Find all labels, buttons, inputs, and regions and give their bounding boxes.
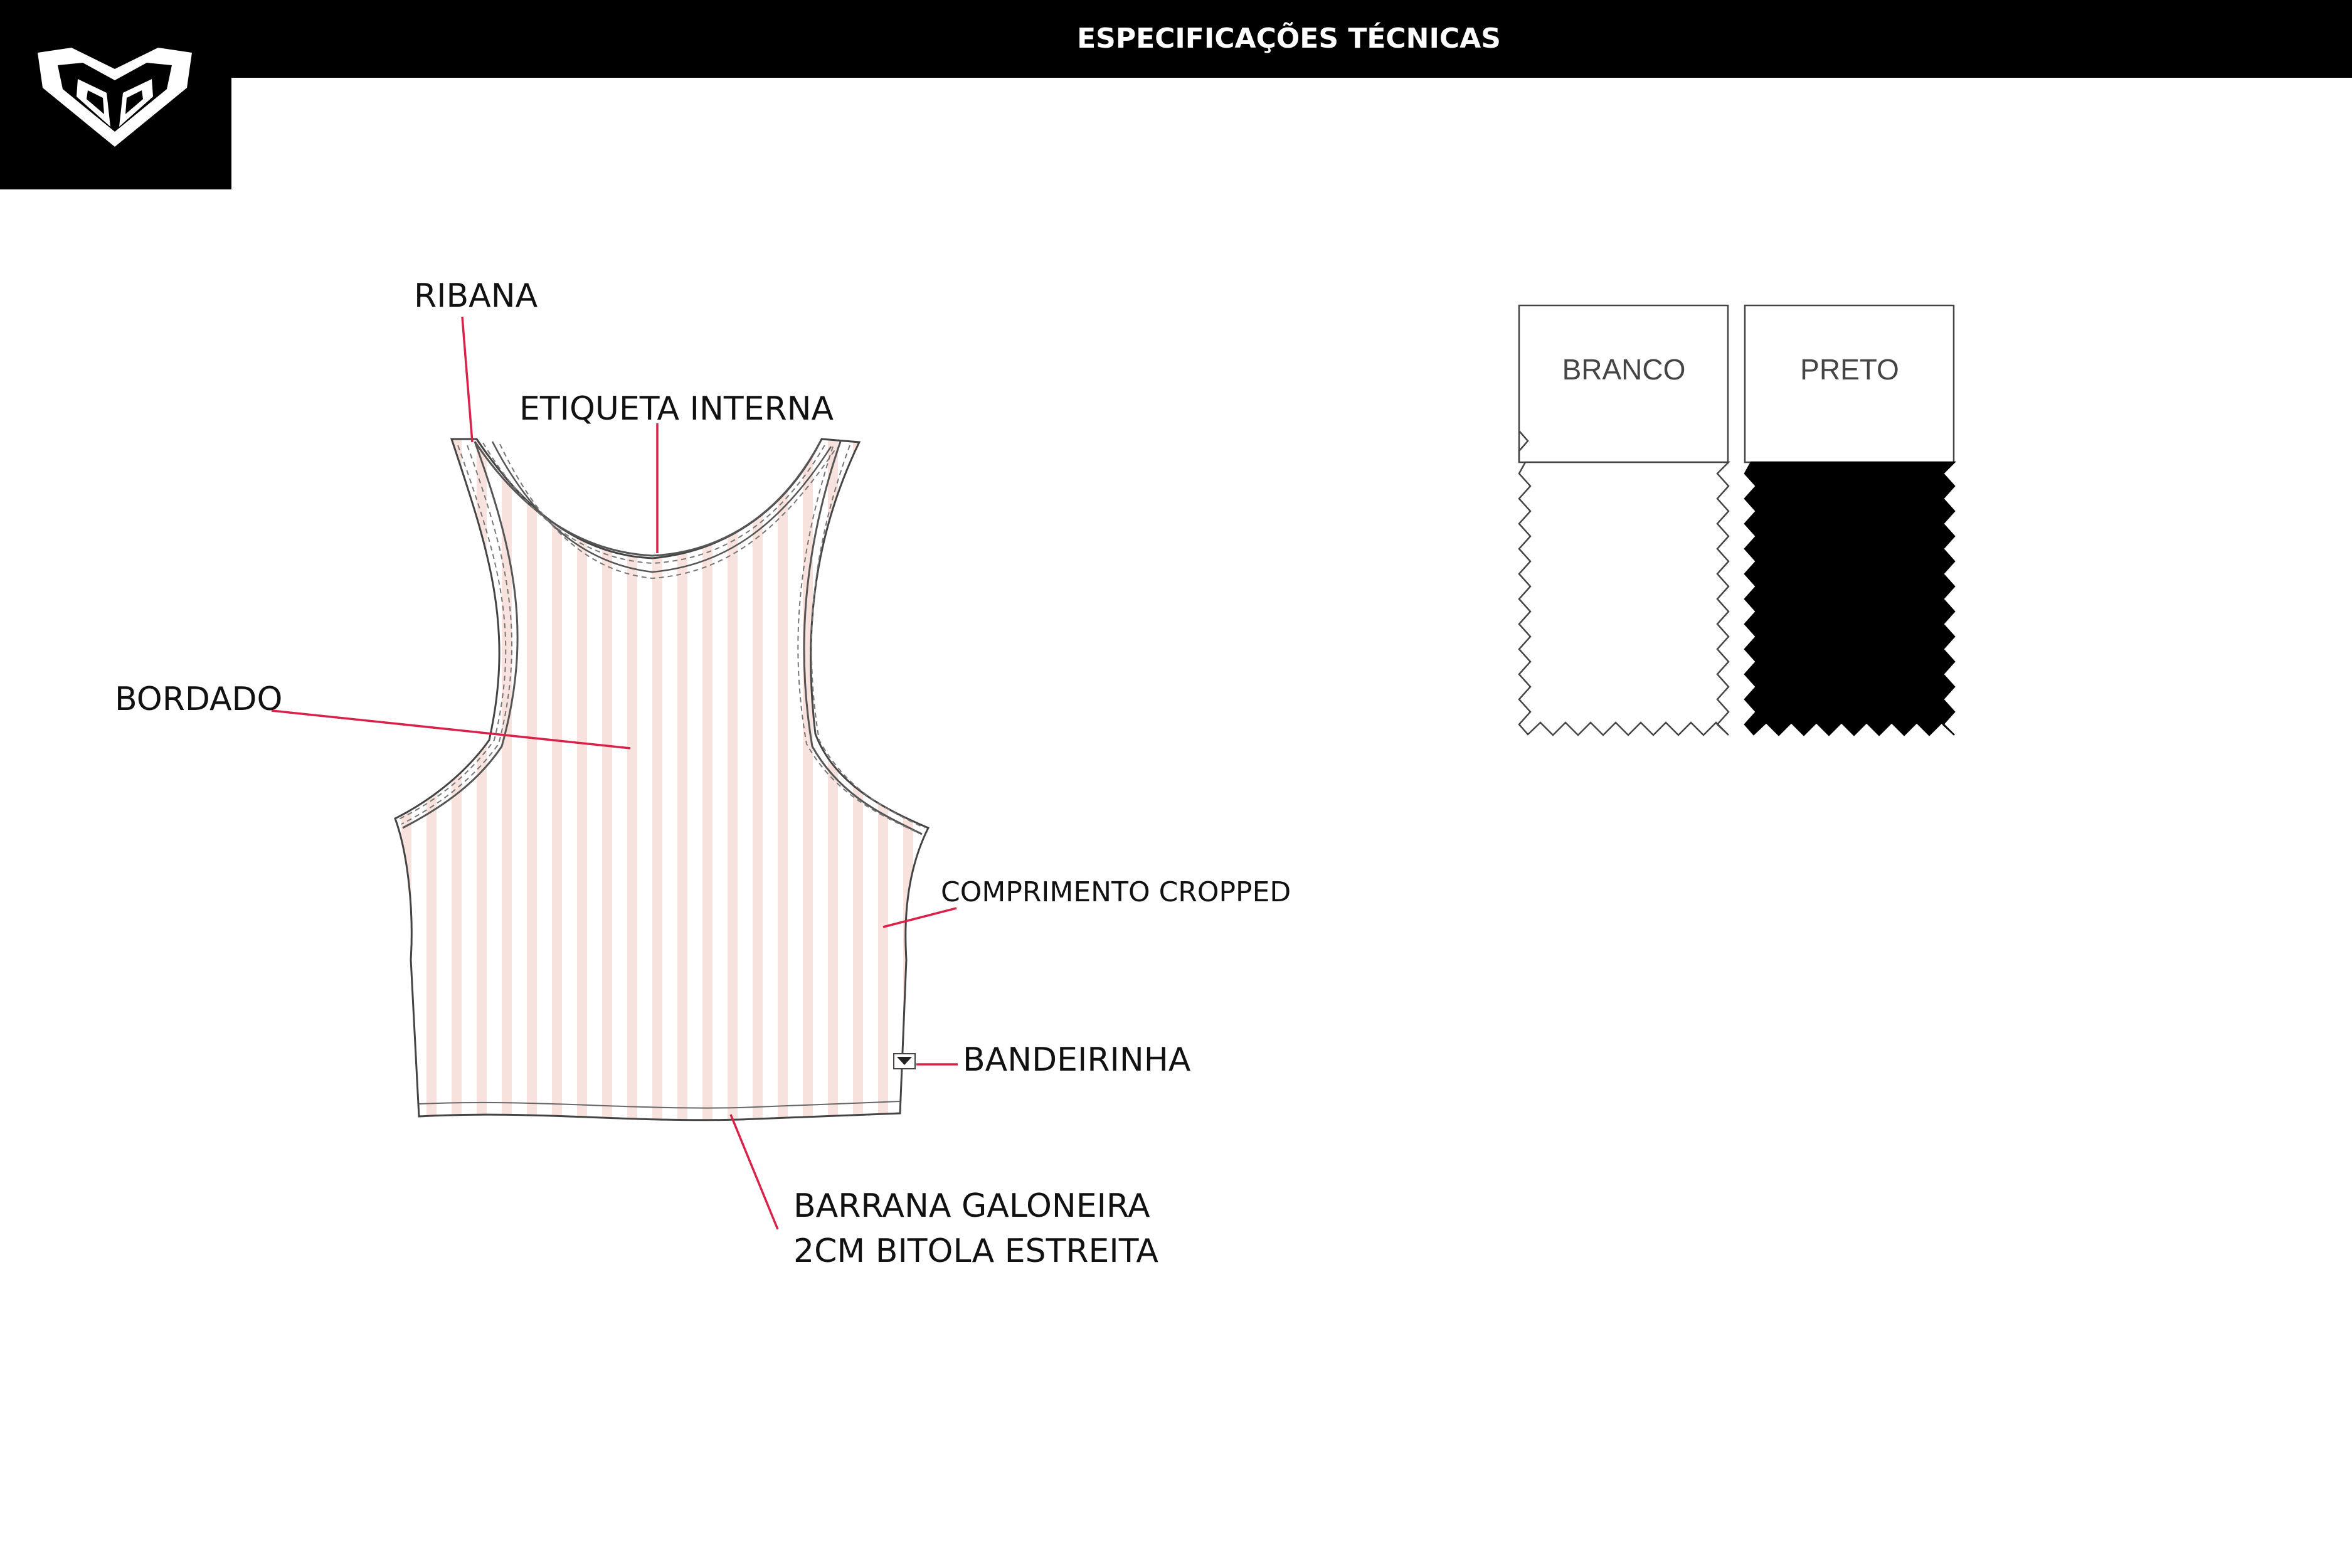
tank-top-sketch: [394, 438, 930, 1121]
callout-comprimento-cropped: COMPRIMENTO CROPPED: [941, 876, 1291, 908]
callout-etiqueta-interna: ETIQUETA INTERNA: [519, 390, 834, 428]
callout-barrana-line1: BARRANA GALONEIRA: [793, 1187, 1150, 1225]
brand-logo: [0, 0, 231, 189]
swatch-preto: [1744, 304, 1957, 736]
callout-ribana: RIBANA: [414, 277, 538, 315]
header-bar: ESPECIFICAÇÕES TÉCNICAS: [0, 0, 2352, 78]
swatch-branco: [1518, 304, 1731, 736]
leader-lines: [271, 316, 958, 1230]
swatch-label-preto: PRETO: [1800, 353, 1899, 386]
page-title: ESPECIFICAÇÕES TÉCNICAS: [1077, 23, 1501, 55]
callout-bandeirinha: BANDEIRINHA: [963, 1041, 1191, 1079]
flag-label-icon: [893, 1053, 916, 1069]
swatch-label-branco: BRANCO: [1562, 353, 1686, 386]
heart-logo-icon: [38, 48, 192, 147]
callout-barrana-line2: 2CM BITOLA ESTREITA: [793, 1232, 1159, 1270]
callout-bordado: BORDADO: [115, 681, 283, 718]
